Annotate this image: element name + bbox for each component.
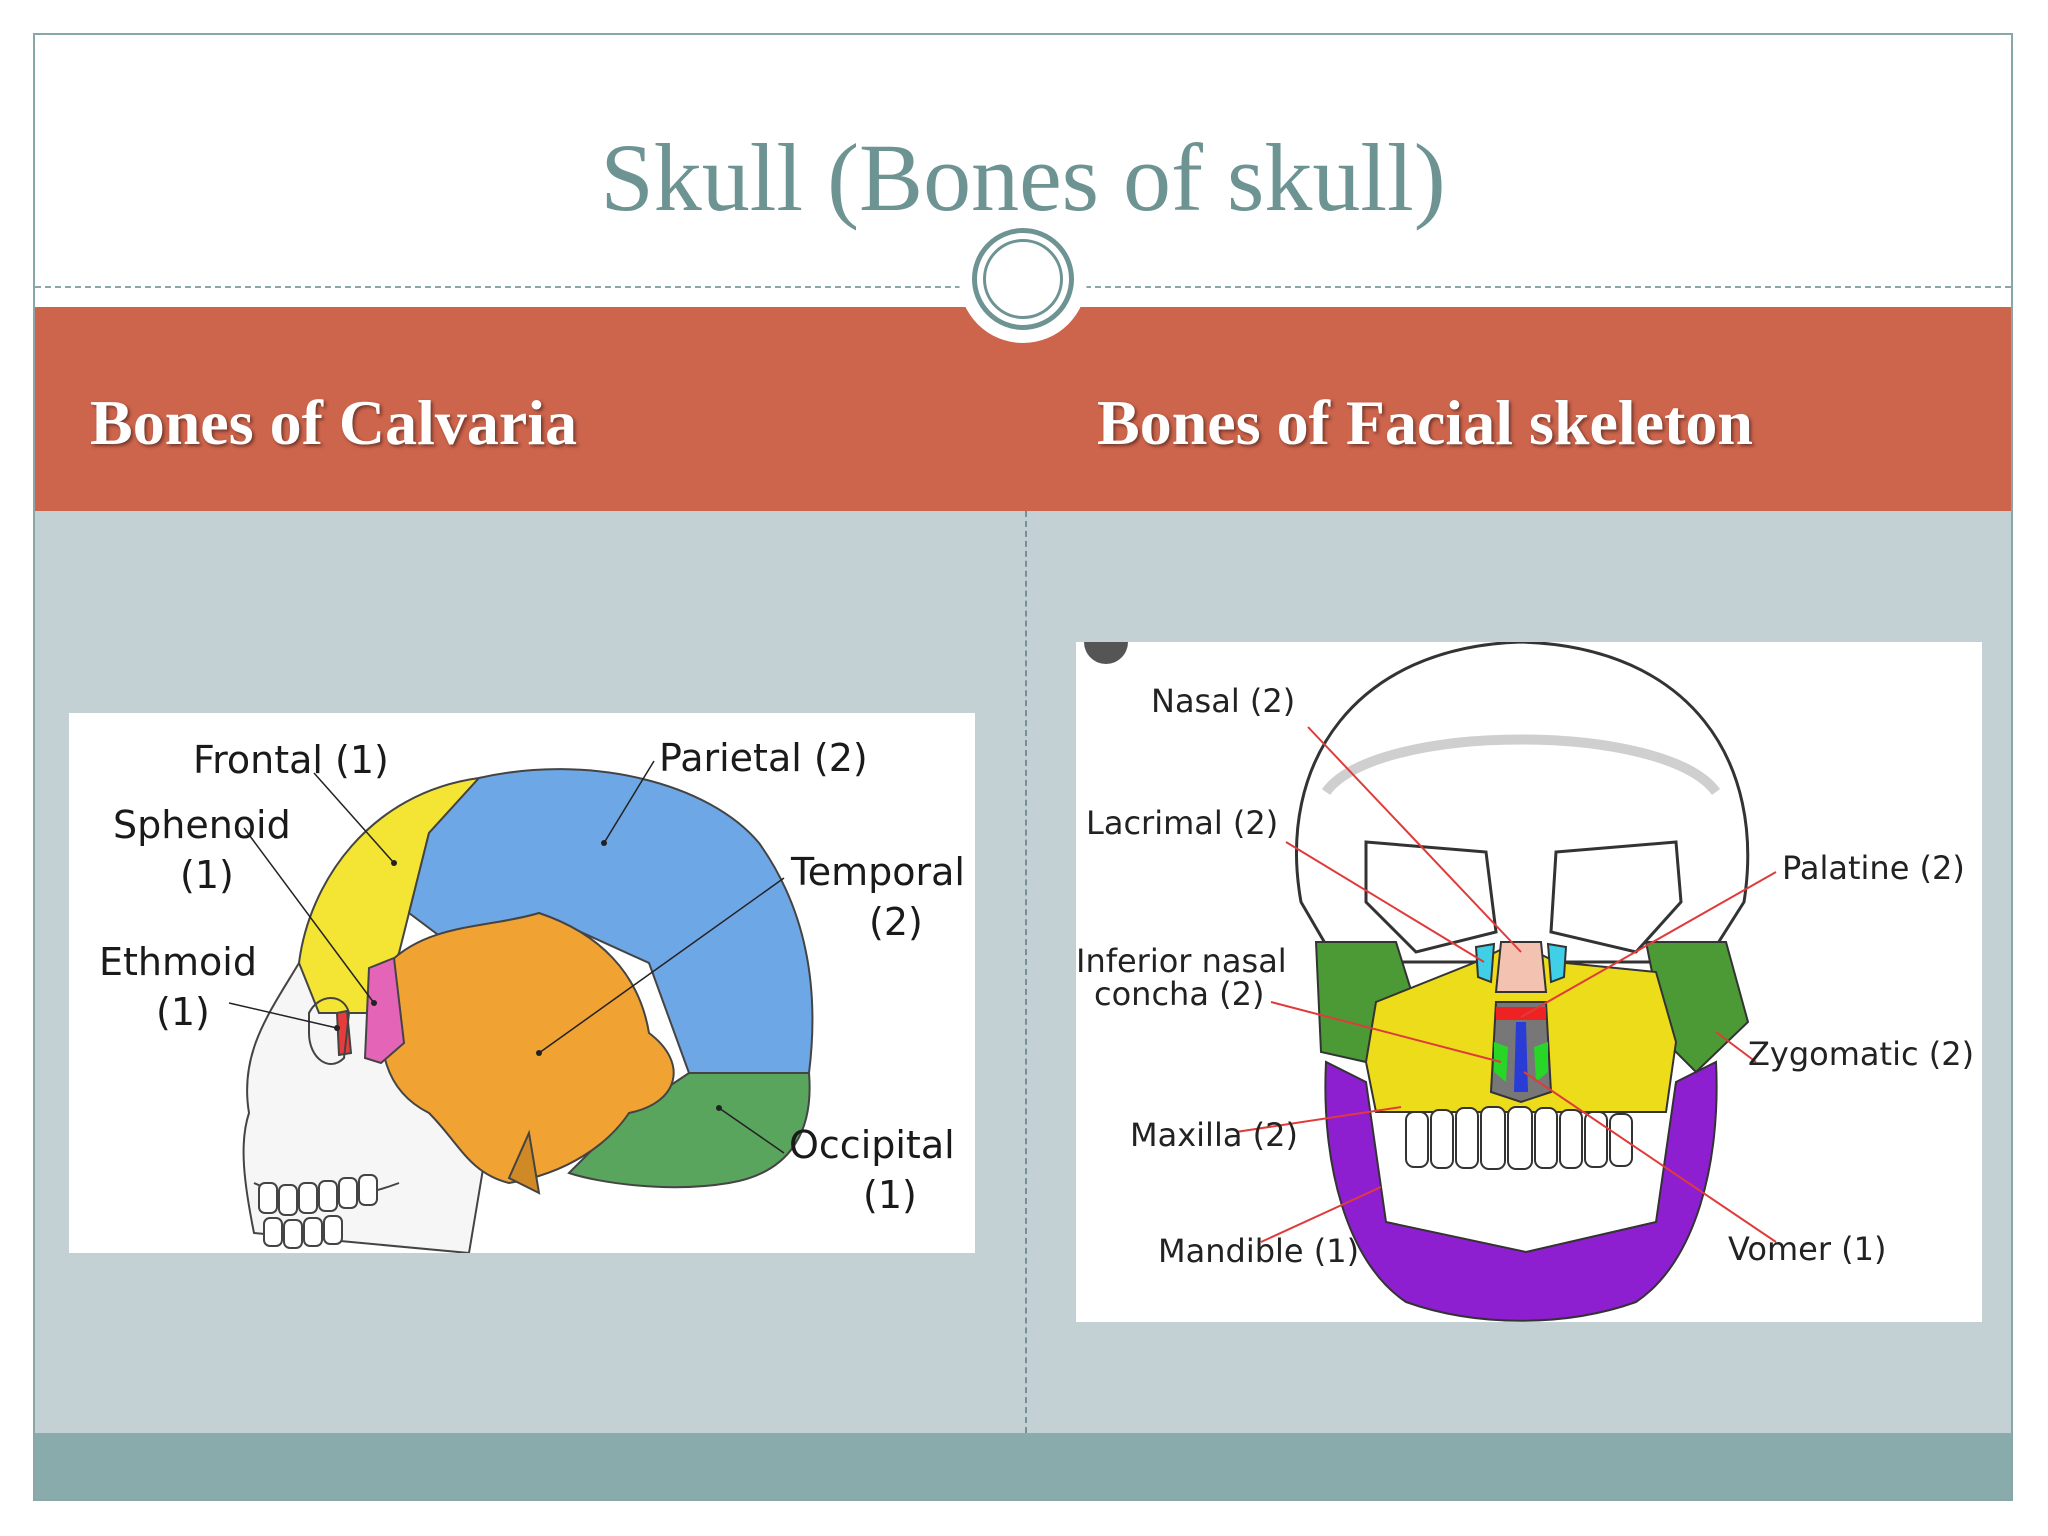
label-occipital-count: (1) [863,1173,917,1217]
label-nasal: Nasal (2) [1151,682,1295,720]
slide: Skull (Bones of skull) Bones of Calvaria… [33,33,2013,1501]
heading-facial: Bones of Facial skeleton [1097,387,1753,458]
label-ethmoid: Ethmoid [99,940,257,984]
label-occipital: Occipital [789,1123,955,1167]
facial-diagram: Nasal (2) Lacrimal (2) Palatine (2) Infe… [1076,642,1982,1322]
circle-ring-icon [972,228,1074,330]
lateral-skull-illustration: Frontal (1) Parietal (2) Sphenoid (1) Te… [99,736,965,1253]
label-temporal-count: (2) [869,900,923,944]
label-mandible: Mandible (1) [1158,1232,1359,1270]
frontal-skull-illustration: Nasal (2) Lacrimal (2) Palatine (2) Infe… [1076,642,1974,1322]
label-zygomatic: Zygomatic (2) [1748,1035,1974,1073]
heading-calvaria: Bones of Calvaria [90,387,578,458]
label-maxilla: Maxilla (2) [1130,1116,1298,1154]
label-sphenoid: Sphenoid [113,803,291,847]
label-sphenoid-count: (1) [180,853,234,897]
label-palatine: Palatine (2) [1782,849,1965,887]
label-vomer: Vomer (1) [1728,1230,1887,1268]
label-parietal: Parietal (2) [659,736,868,780]
footer-bar [35,1433,2011,1499]
label-frontal: Frontal (1) [193,738,389,782]
close-icon[interactable] [1084,642,1128,664]
calvaria-diagram: Frontal (1) Parietal (2) Sphenoid (1) Te… [69,713,975,1253]
label-inferior-nasal: Inferior nasal [1076,942,1287,980]
label-temporal: Temporal [790,850,965,894]
label-lacrimal: Lacrimal (2) [1086,804,1278,842]
label-ethmoid-count: (1) [156,990,210,1034]
column-divider [1025,511,1027,1433]
label-concha: concha (2) [1094,975,1264,1013]
slide-title: Skull (Bones of skull) [600,124,1446,231]
